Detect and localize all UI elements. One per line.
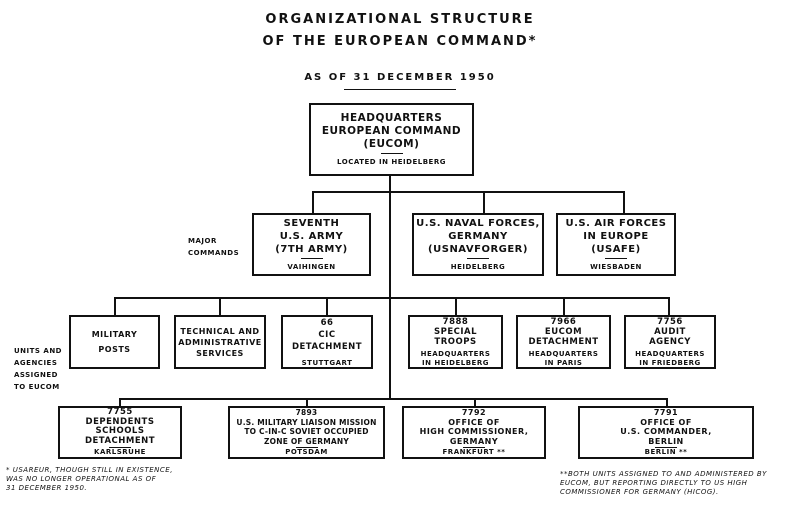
unit-name: 7888 SPECIAL TROOPS — [433, 316, 478, 347]
unit-box-7893-liaison: 7893 U.S. MILITARY LIAISON MISSION TO C-… — [228, 406, 385, 459]
unit-location: HEADQUARTERS IN FRIEDBERG — [635, 349, 705, 367]
unit-name: 7792 OFFICE OF HIGH COMMISSIONER, GERMAN… — [419, 408, 529, 446]
major-rule — [300, 258, 323, 259]
hq-name: HEADQUARTERS EUROPEAN COMMAND (EUCOM) — [321, 112, 462, 150]
major-box-usnavforger: U.S. NAVAL FORCES, GERMANY (USNAVFORGER)… — [412, 213, 544, 276]
unit-box-7888-special-troops: 7888 SPECIAL TROOPS HEADQUARTERS IN HEID… — [408, 315, 503, 369]
major-location: HEIDELBERG — [450, 263, 506, 271]
major-location: VAIHINGEN — [287, 263, 336, 271]
unit-name: 7756 AUDIT AGENCY — [649, 316, 691, 347]
unit-location: HEADQUARTERS IN PARIS — [528, 349, 599, 367]
major-rule — [605, 258, 627, 259]
unit-rule — [463, 447, 485, 448]
hq-rule — [380, 153, 403, 154]
major-drop-3 — [623, 191, 625, 213]
major-commands-label: MAJOR COMMANDS — [188, 237, 240, 257]
unit-name: 7755 DEPENDENTS SCHOOLS DETACHMENT — [84, 407, 156, 446]
units-bus — [114, 297, 668, 299]
bottom-drop-2 — [306, 398, 308, 407]
main-trunk — [389, 191, 391, 399]
unit-box-military-posts: MILITARY POSTS — [69, 315, 160, 369]
unit-box-technical-admin: TECHNICAL AND ADMINISTRATIVE SERVICES — [174, 315, 266, 369]
major-drop-1 — [312, 191, 314, 213]
unit-drop-1 — [114, 297, 116, 315]
units-agencies-label: UNITS AND AGENCIES ASSIGNED TO EUCOM — [14, 347, 62, 391]
unit-drop-5 — [563, 297, 565, 315]
unit-name: 7893 U.S. MILITARY LIAISON MISSION TO C-… — [236, 408, 377, 446]
unit-rule — [655, 447, 677, 448]
unit-drop-2 — [219, 297, 221, 315]
hq-box: HEADQUARTERS EUROPEAN COMMAND (EUCOM) LO… — [309, 103, 474, 176]
unit-name: TECHNICAL AND ADMINISTRATIVE SERVICES — [178, 326, 262, 358]
unit-drop-4 — [455, 297, 457, 315]
unit-name: 7966 EUCOM DETACHMENT — [528, 316, 599, 347]
unit-box-7792-hicog: 7792 OFFICE OF HIGH COMMISSIONER, GERMAN… — [402, 406, 546, 459]
unit-name: 7791 OFFICE OF U.S. COMMANDER, BERLIN — [620, 408, 712, 446]
bottom-drop-1 — [119, 398, 121, 407]
major-location: WIESBADEN — [590, 263, 642, 271]
footnote-usareur: * USAREUR, THOUGH STILL IN EXISTENCE, WA… — [6, 466, 173, 492]
unit-location: STUTTGART — [301, 358, 353, 367]
unit-location: HEADQUARTERS IN HEIDELBERG — [420, 349, 491, 367]
date-line: AS OF 31 DECEMBER 1950 — [304, 72, 496, 83]
major-box-usafe: U.S. AIR FORCES IN EUROPE (USAFE) WIESBA… — [556, 213, 676, 276]
unit-name: MILITARY POSTS — [91, 330, 138, 354]
unit-location: BERLIN ** — [644, 448, 688, 456]
unit-box-7966-eucom-det: 7966 EUCOM DETACHMENT HEADQUARTERS IN PA… — [516, 315, 611, 369]
unit-name: 66 CIC DETACHMENT — [291, 317, 363, 352]
bottom-drop-4 — [666, 398, 668, 407]
unit-box-7791-berlin: 7791 OFFICE OF U.S. COMMANDER, BERLIN BE… — [578, 406, 754, 459]
chart-title-line2: OF THE EUROPEAN COMMAND* — [262, 34, 538, 49]
unit-location: FRANKFURT ** — [442, 448, 506, 456]
major-rule — [467, 258, 489, 259]
unit-location: POTSDAM — [285, 448, 328, 456]
date-underline — [344, 89, 456, 90]
unit-rule — [109, 447, 131, 448]
major-drop-2 — [483, 191, 485, 213]
chart-title-line1: ORGANIZATIONAL STRUCTURE — [265, 12, 535, 27]
footnote-hicog: **BOTH UNITS ASSIGNED TO AND ADMINISTERE… — [560, 470, 767, 496]
major-name: U.S. NAVAL FORCES, GERMANY (USNAVFORGER) — [416, 218, 540, 255]
major-bus — [312, 191, 624, 193]
unit-rule — [295, 447, 318, 448]
unit-box-7756-audit: 7756 AUDIT AGENCY HEADQUARTERS IN FRIEDB… — [624, 315, 716, 369]
major-name: U.S. AIR FORCES IN EUROPE (USAFE) — [565, 218, 667, 255]
major-box-7th-army: SEVENTH U.S. ARMY (7TH ARMY) VAIHINGEN — [252, 213, 371, 276]
unit-drop-6 — [668, 297, 670, 315]
bottom-bus — [119, 398, 668, 400]
major-name: SEVENTH U.S. ARMY (7TH ARMY) — [275, 218, 348, 255]
hq-location: LOCATED IN HEIDELBERG — [337, 158, 446, 166]
unit-drop-3 — [326, 297, 328, 315]
unit-box-7755-schools: 7755 DEPENDENTS SCHOOLS DETACHMENT KARLS… — [58, 406, 182, 459]
unit-box-66-cic: 66 CIC DETACHMENT STUTTGART — [281, 315, 373, 369]
unit-location: KARLSRUHE — [94, 448, 146, 456]
hq-to-major-stem — [389, 175, 391, 192]
bottom-drop-3 — [474, 398, 476, 407]
